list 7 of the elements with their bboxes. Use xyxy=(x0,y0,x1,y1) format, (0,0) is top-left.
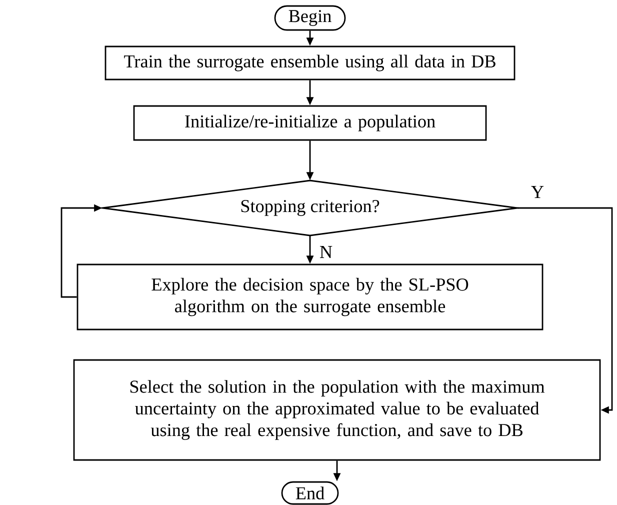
process-box: Select the solution in the population with the maximum uncertainty on the approximated value to be evaluated using the real expensive function, and save to DB xyxy=(73,359,601,461)
process-box: Initialize/re-initialize a population xyxy=(133,105,487,141)
process-box: Explore the decision space by the SL-PSO algorithm on the surrogate ensemble xyxy=(76,264,544,330)
edge-label: N xyxy=(320,246,332,258)
edge-label: Y xyxy=(531,186,544,198)
arrow xyxy=(518,207,613,414)
process-box: Train the surrogate ensemble using all data in DB xyxy=(104,46,516,80)
